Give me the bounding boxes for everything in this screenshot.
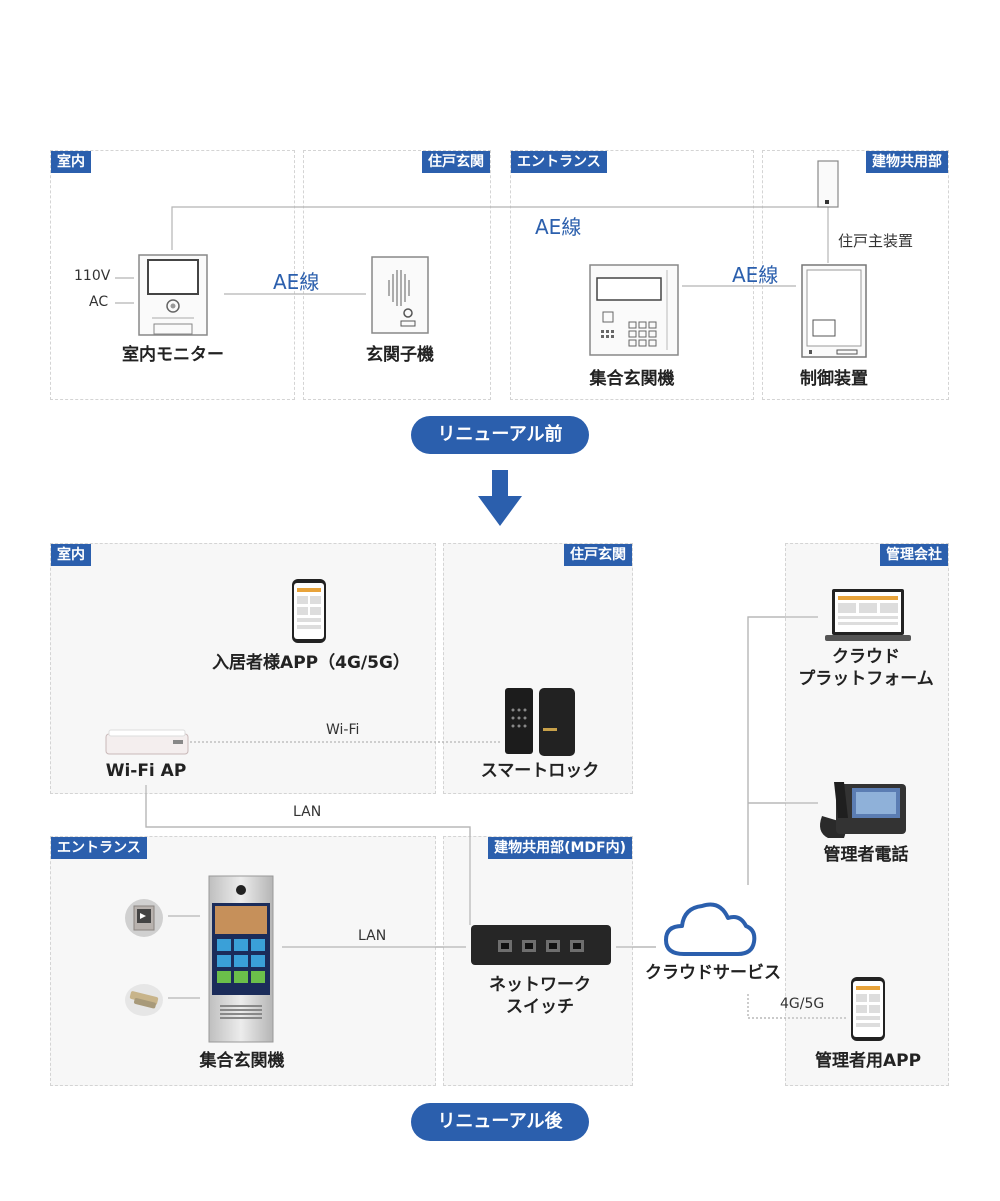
zone-before-indoor: 室内 (50, 150, 295, 400)
zone-after-entrance-door: 住戸玄関 (443, 543, 633, 794)
laptop-icon (825, 589, 911, 641)
power-ac-label: AC (89, 294, 109, 310)
arrow-down-icon (478, 470, 522, 526)
lobby-station-icon (589, 264, 679, 356)
cloud-icon (664, 902, 757, 956)
zone-before-entrance: エントランス (510, 150, 754, 400)
magnetic-lock-icon (125, 984, 163, 1016)
wifi-cable-label: Wi-Fi (326, 722, 360, 738)
lan-cable-label: LAN (293, 804, 322, 820)
lobby-station-label: 集合玄関機 (589, 369, 675, 389)
ae-cable-label: AE線 (273, 270, 320, 294)
wifi-ap-label: Wi-Fi AP (105, 761, 187, 781)
wifi-ap-icon (105, 729, 189, 755)
renewal-before-badge: リニューアル前 (411, 416, 589, 454)
desk-phone-icon (820, 782, 906, 838)
cloud-service-label: クラウドサービス (645, 963, 781, 983)
indoor-monitor-label: 室内モニター (122, 345, 224, 365)
control-unit-icon (801, 264, 867, 358)
master-unit-icon (817, 160, 839, 208)
network-switch-label-2: スイッチ (506, 997, 574, 1017)
zone-tag: 室内 (51, 544, 91, 566)
zone-tag: エントランス (511, 151, 607, 173)
smartphone-icon (292, 579, 326, 643)
smart-lock-icon (505, 688, 575, 756)
zone-before-common: 建物共用部 (762, 150, 949, 400)
exit-button-icon (125, 899, 163, 937)
ae-cable-label: AE線 (535, 215, 582, 239)
zone-tag: 管理会社 (880, 544, 948, 566)
network-switch-icon (471, 925, 611, 965)
control-unit-label: 制御装置 (800, 369, 868, 389)
door-station-icon (371, 256, 429, 334)
master-unit-label: 住戸主装置 (838, 232, 914, 250)
resident-app-label: 入居者様APP（4G/5G） (212, 653, 410, 673)
after-lobby-station-label: 集合玄関機 (199, 1051, 285, 1071)
power-voltage-label: 110V (74, 268, 111, 284)
ae-cable-label: AE線 (732, 263, 779, 287)
admin-smartphone-icon (851, 977, 885, 1041)
admin-phone-label: 管理者電話 (823, 845, 909, 865)
smart-lock-label: スマートロック (480, 761, 600, 781)
cloud-platform-label-1: クラウド (832, 647, 900, 667)
indoor-monitor-icon (138, 254, 208, 336)
network-switch-label-1: ネットワーク (489, 975, 591, 995)
cloud-platform-label-2: プラットフォーム (798, 669, 934, 689)
zone-tag: エントランス (51, 837, 147, 859)
door-station-label: 玄関子機 (366, 345, 434, 365)
zone-tag: 住戸玄関 (422, 151, 490, 173)
lobby-panel-icon (208, 875, 274, 1043)
zone-tag: 建物共用部 (866, 151, 948, 173)
mobile-network-label: 4G/5G (780, 996, 825, 1012)
zone-tag: 住戸玄関 (564, 544, 632, 566)
zone-tag: 建物共用部(MDF内) (488, 837, 632, 859)
zone-tag: 室内 (51, 151, 91, 173)
zone-before-entrance-door: 住戸玄関 (303, 150, 491, 400)
renewal-after-badge: リニューアル後 (411, 1103, 589, 1141)
admin-app-label: 管理者用APP (814, 1051, 922, 1071)
lan-cable-label: LAN (358, 928, 387, 944)
